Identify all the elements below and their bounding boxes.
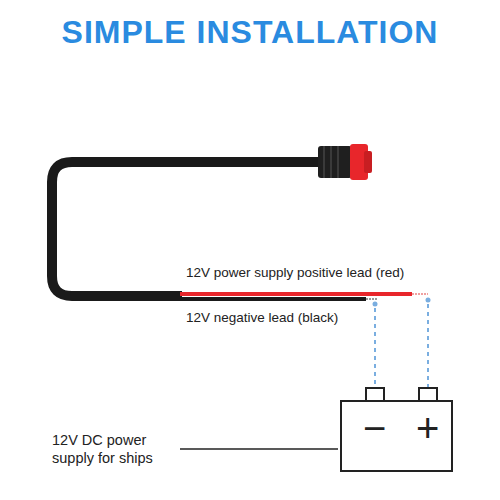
dashed-lead (374, 308, 376, 388)
lead-dot (426, 298, 431, 303)
connector-tip (364, 151, 372, 173)
wire-label: 12V power supply positive lead (red) (184, 265, 406, 282)
connector-grip (337, 146, 339, 178)
wire-label: 12V negative lead (black) (184, 310, 340, 327)
dashed-lead (427, 304, 429, 388)
connector-body (318, 146, 352, 178)
lead-dot (373, 302, 378, 307)
red-wire (180, 292, 412, 296)
supply-label: 12V DC power supply for ships (50, 431, 176, 467)
connector-grip (323, 146, 325, 178)
stripped-tip (412, 293, 428, 295)
battery-box: −+ (340, 400, 453, 472)
black-wire (180, 297, 366, 301)
connector-grip (330, 146, 332, 178)
terminal-sign: − (363, 408, 386, 448)
leader-line (180, 448, 338, 450)
title: SIMPLE INSTALLATION (0, 14, 500, 51)
stripped-tip (366, 298, 378, 300)
terminal-sign: + (416, 408, 439, 448)
